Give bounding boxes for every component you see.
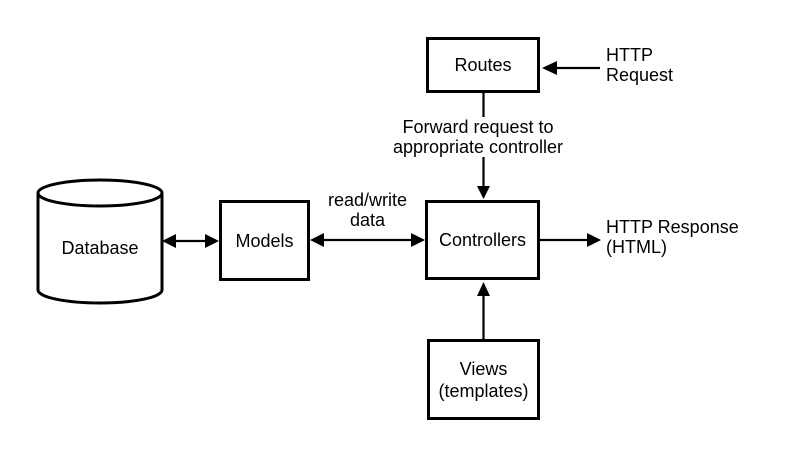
- node-routes: Routes: [426, 37, 540, 93]
- http-request-label: HTTP Request: [606, 45, 674, 85]
- read-write-data-label: read/write data: [327, 190, 408, 230]
- arrow-controllers-to-response: [540, 233, 601, 247]
- http-response-label: HTTP Response (HTML): [606, 217, 739, 257]
- forward-request-label: Forward request to appropriate controlle…: [383, 117, 573, 157]
- arrow-http-request-to-routes: [542, 61, 600, 75]
- node-controllers: Controllers: [425, 200, 540, 280]
- arrow-database-models: [162, 234, 219, 248]
- node-database: Database: [38, 193, 162, 303]
- node-database-label: Database: [61, 237, 139, 258]
- arrow-views-to-controllers: [477, 282, 490, 339]
- node-views-label-line2: (templates): [438, 380, 529, 401]
- node-routes-label: Routes: [454, 55, 512, 75]
- node-views-label-line1: Views: [459, 358, 508, 379]
- database-cylinder-shape: [36, 178, 164, 305]
- arrow-models-controllers: [310, 233, 425, 247]
- node-models-label: Models: [235, 230, 294, 251]
- node-controllers-label: Controllers: [438, 230, 527, 250]
- node-models: Models: [219, 200, 310, 281]
- node-views: Views (templates): [427, 339, 540, 420]
